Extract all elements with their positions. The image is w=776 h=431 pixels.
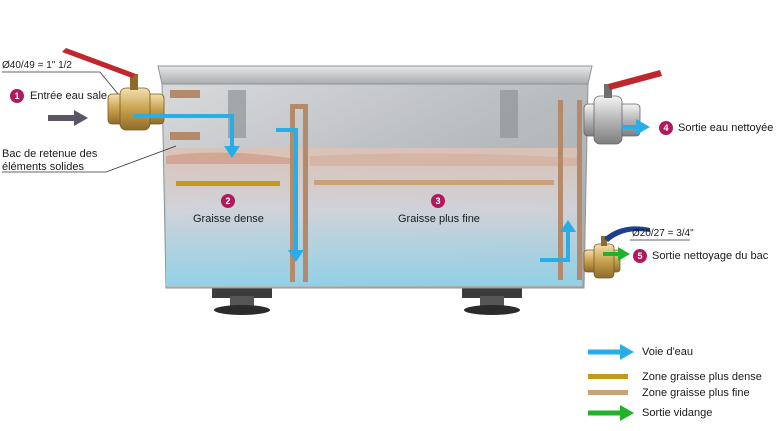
legend-label-fine-grease-zone: Zone graisse plus fine: [642, 387, 750, 399]
callout-label-clean-outlet: Sortie eau nettoyée: [678, 122, 774, 134]
drain-size-label: Ø20/27 = 3/4": [632, 228, 694, 239]
baffles: [290, 100, 582, 282]
callout-label-fine-grease: Graisse plus fine: [398, 213, 480, 225]
inlet-size-label: Ø40/49 = 1" 1/2: [2, 60, 72, 71]
fine-grease-bar: [314, 180, 554, 185]
water-volume: [166, 148, 582, 286]
outlet-valve-handle: [608, 70, 662, 90]
callout-badge-4: 4: [659, 121, 673, 135]
solids-tray: [170, 90, 200, 140]
water-path: [134, 114, 636, 262]
legend-label-drain-outlet: Sortie vidange: [642, 407, 713, 419]
drain-arrow: [603, 247, 630, 261]
callout-label-inlet: Entrée eau sale: [30, 90, 108, 102]
callout-label-dense-grease: Graisse dense: [193, 213, 264, 225]
callout-badge-2: 2: [221, 194, 235, 208]
callout-badge-3: 3: [431, 194, 445, 208]
callout-badge-5: 5: [633, 249, 647, 263]
solids-residue: [166, 152, 290, 164]
inlet-valve-handle: [62, 48, 136, 78]
outlet-valve: [583, 70, 662, 145]
inlet-direction-arrow: [48, 110, 88, 126]
legend-swatches: [588, 344, 634, 421]
drain-valve-handle: [604, 226, 650, 242]
solids-tray-label: Bac de retenue des éléments solides: [2, 148, 98, 173]
legend-label-water-path: Voie d'eau: [642, 346, 694, 358]
pointer-lines: [2, 71, 690, 241]
callout-label-drain: Sortie nettoyage du bac: [652, 250, 769, 262]
water-path-arrowheads: [224, 119, 650, 262]
callout-badge-1: 1: [10, 89, 24, 103]
dense-grease-bar: [176, 181, 280, 186]
legend-label-dense-grease-zone: Zone graisse plus dense: [642, 371, 762, 383]
